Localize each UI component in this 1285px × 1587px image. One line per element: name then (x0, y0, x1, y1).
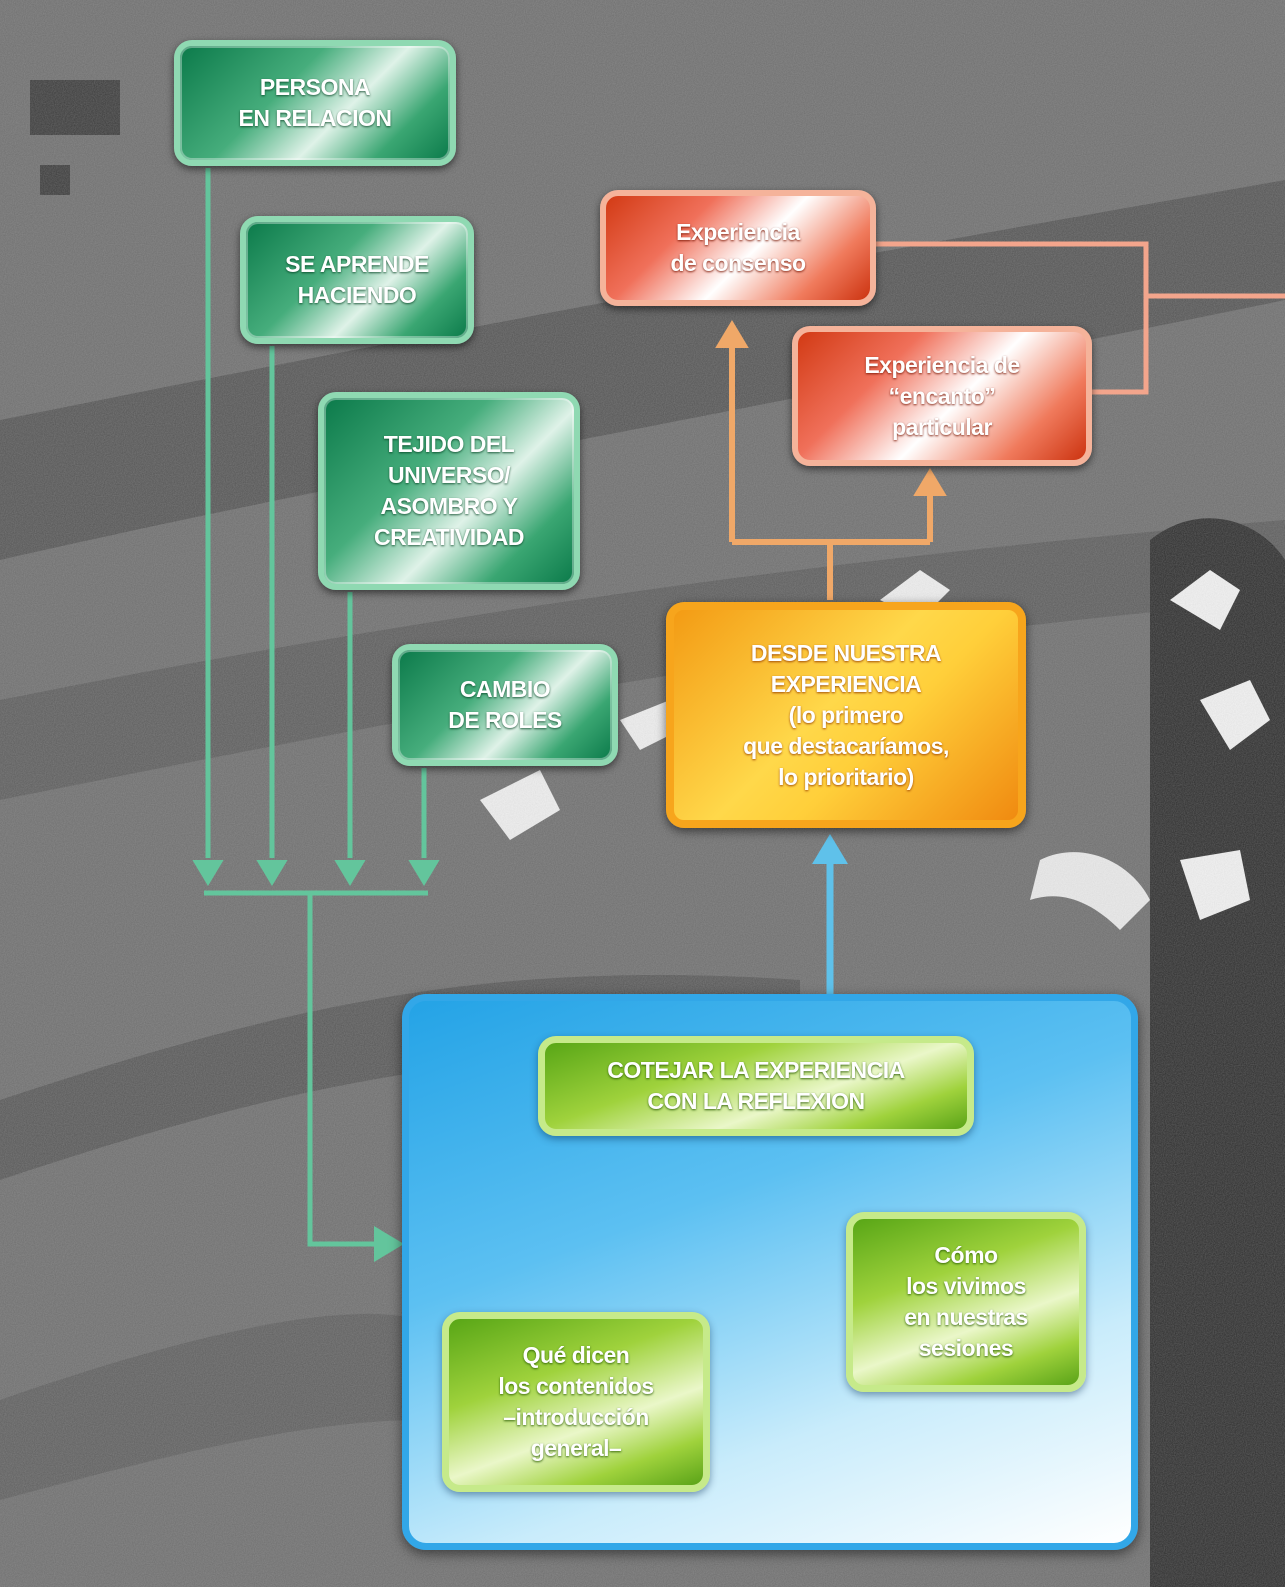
experiencia-encanto-box: Experiencia de “encanto” particular (792, 326, 1092, 466)
como-los-vivimos-box: Cómo los vivimos en nuestras sesiones (846, 1212, 1086, 1392)
que-dicen-contenidos-box: Qué dicen los contenidos –introducción g… (442, 1312, 710, 1492)
cambio-de-roles-box: CAMBIO DE ROLES (392, 644, 618, 766)
persona-en-relacion-box: PERSONA EN RELACION (174, 40, 456, 166)
se-aprende-haciendo-box: SE APRENDE HACIENDO (240, 216, 474, 344)
experiencia-consenso-box: Experiencia de consenso (600, 190, 876, 306)
cotejar-experiencia-box: COTEJAR LA EXPERIENCIA CON LA REFLEXION (538, 1036, 974, 1136)
tejido-del-universo-box: TEJIDO DEL UNIVERSO/ ASOMBRO Y CREATIVID… (318, 392, 580, 590)
desde-nuestra-experiencia-box: DESDE NUESTRA EXPERIENCIA (lo primero qu… (666, 602, 1026, 828)
